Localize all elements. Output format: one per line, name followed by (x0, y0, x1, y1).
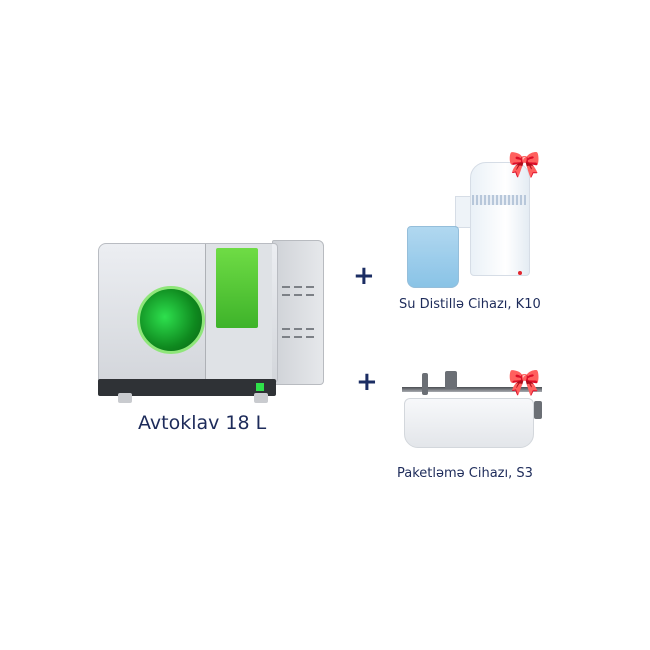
distiller-jug (407, 226, 459, 288)
product-label-distiller: Su Distillə Cihazı, K10 (399, 297, 541, 312)
sealer-handle (445, 371, 457, 389)
plus-icon: + (353, 261, 375, 291)
vent (306, 286, 314, 288)
vent (282, 336, 290, 338)
vent (282, 286, 290, 288)
autoclave-foot (254, 393, 268, 403)
autoclave-side-panel (272, 240, 324, 385)
product-label-autoclave: Avtoklav 18 L (138, 412, 267, 434)
sealer-tray (404, 398, 534, 448)
vent (282, 328, 290, 330)
distiller-spout (455, 196, 471, 228)
gift-bow-icon: 🎀 (508, 150, 541, 180)
vent (294, 328, 302, 330)
vent (306, 294, 314, 296)
vent (306, 328, 314, 330)
distiller-led-icon (518, 271, 522, 275)
sealer-left-arm (422, 373, 428, 395)
distiller-body (470, 162, 530, 276)
vent (294, 286, 302, 288)
vent (306, 336, 314, 338)
distiller-fan-grill (472, 195, 526, 205)
autoclave-display (216, 248, 258, 328)
autoclave-base (98, 379, 276, 396)
gift-bow-icon: 🎀 (508, 368, 541, 398)
autoclave-foot (118, 393, 132, 403)
autoclave-door (137, 286, 205, 354)
product-label-sealer: Paketləmə Cihazı, S3 (397, 466, 533, 481)
vent (282, 294, 290, 296)
power-light-icon (256, 383, 264, 391)
plus-icon: + (356, 367, 378, 397)
sealer-roller-rail (402, 387, 542, 392)
vent (294, 336, 302, 338)
sealer-right-knob (534, 401, 542, 419)
vent (294, 294, 302, 296)
